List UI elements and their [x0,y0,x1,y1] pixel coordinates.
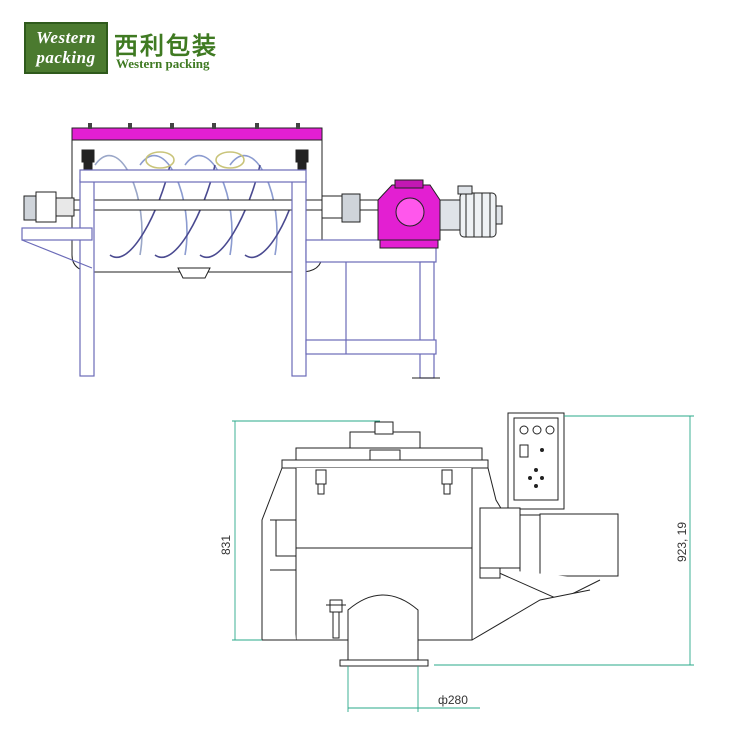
dimension-height-left: 831 [219,535,233,555]
gearbox [377,179,441,249]
dimension-height-right: 923, 19 [675,522,689,562]
end-view [261,412,619,667]
dimension-lines [232,415,694,712]
top-cover [71,127,323,141]
logo-line-1: Western [36,28,96,47]
discharge-chute [347,594,419,661]
feed-inlet-cover [349,431,421,451]
discharge-valve [326,599,346,639]
control-box [507,412,565,510]
top-flange [281,459,489,469]
brand-logo: Western packing [24,22,108,74]
cover-clamps [81,149,309,171]
right-bearing [321,193,361,223]
clamps [315,469,453,495]
side-drive [471,507,619,641]
side-view [21,123,503,379]
logo-english-name: Western packing [116,56,210,71]
dimension-outlet-diameter: ф280 [438,693,468,707]
logo-chinese-name: 西利包装 [114,32,218,60]
discharge-outlet [177,267,211,279]
motor [439,185,503,238]
left-bearing [23,191,75,223]
cover-bolts [88,123,300,129]
logo-line-2: packing [36,48,96,67]
inlet-handle [374,421,394,435]
